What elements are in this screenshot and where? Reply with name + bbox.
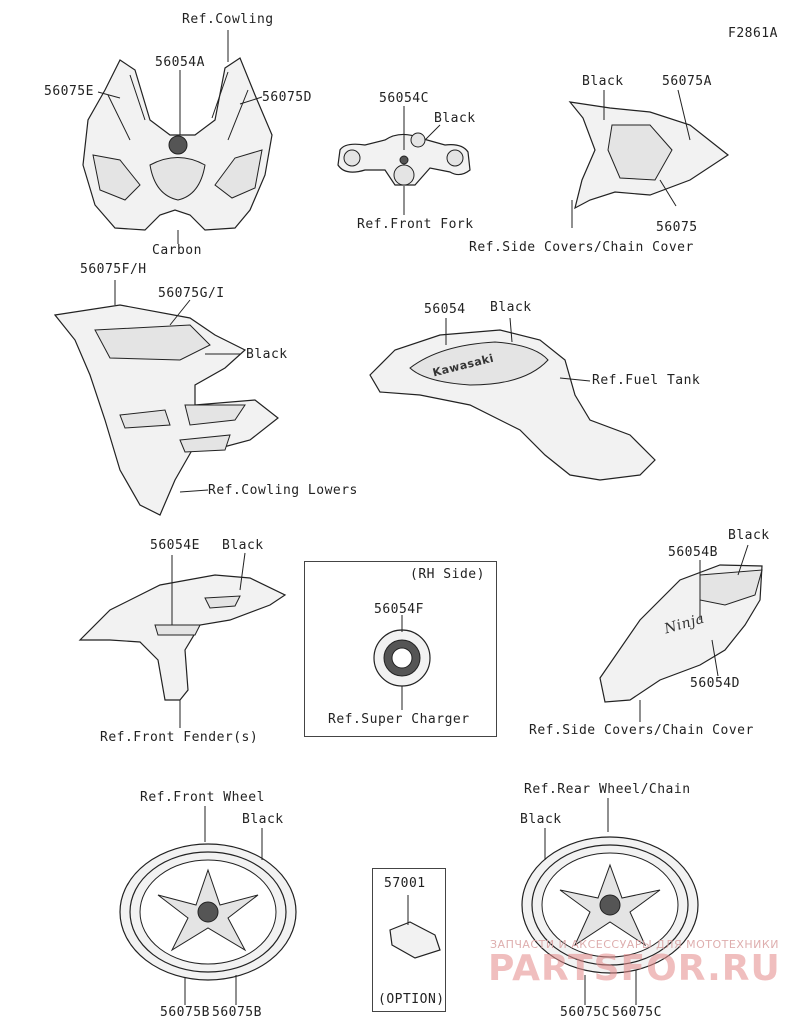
label-black-tank: Black <box>490 300 532 315</box>
label-ref-cowling-lowers: Ref.Cowling Lowers <box>208 483 358 498</box>
option-item-drawing <box>389 895 441 959</box>
label-black-tail: Black <box>582 74 624 89</box>
label-ref-fuel-tank: Ref.Fuel Tank <box>592 373 701 388</box>
label-56054e: 56054E <box>150 538 200 553</box>
label-57001: 57001 <box>384 876 426 891</box>
label-rh-side: (RH Side) <box>410 567 485 582</box>
label-56054f: 56054F <box>374 602 424 617</box>
label-56075c-2: 56075C <box>612 1005 662 1020</box>
label-black-side: Black <box>728 528 770 543</box>
triple-clamp-drawing <box>337 106 471 215</box>
fuel-tank-drawing <box>369 317 656 481</box>
label-ref-side-covers-2: Ref.Side Covers/Chain Cover <box>529 723 754 738</box>
label-ref-front-wheel: Ref.Front Wheel <box>140 790 265 805</box>
label-56075c-1: 56075C <box>560 1005 610 1020</box>
label-ref-front-fenders: Ref.Front Fender(s) <box>100 730 259 745</box>
label-56075d: 56075D <box>262 90 312 105</box>
label-ref-super-charger: Ref.Super Charger <box>328 712 470 727</box>
label-56054a: 56054A <box>155 55 205 70</box>
label-56054c: 56054C <box>379 91 429 106</box>
label-56075b-1: 56075B <box>160 1005 210 1020</box>
label-56075fh: 56075F/H <box>80 262 147 277</box>
label-black-fwheel: Black <box>242 812 284 827</box>
side-fairing-drawing <box>53 280 279 516</box>
label-56054b: 56054B <box>668 545 718 560</box>
label-ref-rear-wheel: Ref.Rear Wheel/Chain <box>524 782 691 797</box>
label-black-fork: Black <box>434 111 476 126</box>
watermark-subtitle: ЗАПЧАСТИ И АКСЕССУАРЫ ДЛЯ МОТОТЕХНИКИ <box>490 938 779 951</box>
label-black-lower: Black <box>246 347 288 362</box>
supercharger-drawing <box>373 615 431 710</box>
front-cowling-drawing <box>82 30 273 244</box>
watermark-logo: PARTSFOR.RU <box>488 948 781 989</box>
label-56075e: 56075E <box>44 84 94 99</box>
label-ref-side-covers-1: Ref.Side Covers/Chain Cover <box>469 240 694 255</box>
label-56075gi: 56075G/I <box>158 286 225 301</box>
label-black-rwheel: Black <box>520 812 562 827</box>
label-black-fender: Black <box>222 538 264 553</box>
rear-wheel-drawing <box>521 798 699 1005</box>
front-fender-drawing <box>78 552 287 728</box>
side-cover-drawing <box>599 544 763 722</box>
label-56075a: 56075A <box>662 74 712 89</box>
label-56054: 56054 <box>424 302 466 317</box>
label-56054d: 56054D <box>690 676 740 691</box>
front-wheel-drawing <box>119 806 297 1005</box>
label-carbon: Carbon <box>152 243 202 258</box>
label-56075: 56075 <box>656 220 698 235</box>
supercharger-box <box>304 561 497 737</box>
label-option: (OPTION) <box>378 992 445 1007</box>
option-box <box>372 868 446 1012</box>
label-56075b-2: 56075B <box>212 1005 262 1020</box>
label-ref-cowling: Ref.Cowling <box>182 12 274 27</box>
label-ref-front-fork: Ref.Front Fork <box>357 217 474 232</box>
tail-cowl-drawing <box>568 89 730 228</box>
figure-code: F2861A <box>728 26 778 41</box>
